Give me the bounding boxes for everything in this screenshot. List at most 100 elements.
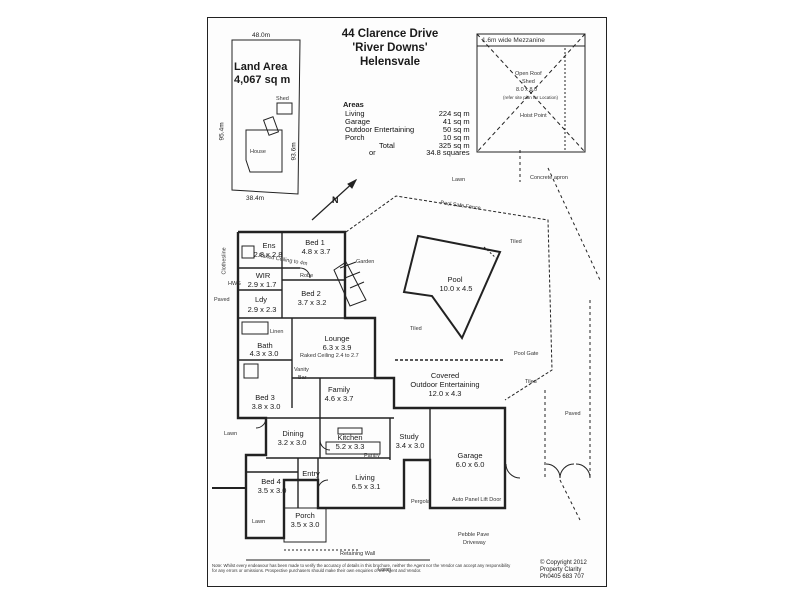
clothesline-label: Clothesline — [221, 247, 228, 275]
room-ensuite-dims: 2.8 x 2.8 — [253, 250, 283, 259]
bar-label: Bar — [298, 375, 307, 381]
concrete-apron-label: Concrete apron — [530, 175, 568, 181]
room-bed3-name: Bed 3 — [255, 393, 275, 402]
room-bath-name: Bath — [257, 341, 273, 350]
land-area-value: 4,067 sq m — [234, 74, 291, 86]
areas-row-value: 325 sq m — [438, 140, 470, 150]
room-porch-dims: 3.5 x 3.0 — [290, 520, 320, 529]
lawn-left-label: Lawn — [224, 431, 238, 437]
room-bed3-dims: 3.8 x 3.0 — [251, 402, 281, 411]
site-dim-left: 95.4m — [218, 122, 226, 141]
room-laundry-name: Ldy — [254, 295, 268, 304]
site-shed — [276, 102, 293, 115]
room-bath-dims: 4.3 x 3.0 — [249, 349, 279, 358]
linen-label: Linen — [270, 329, 284, 335]
raked-ceiling-lounge: Raked Ceiling 2.4 to 2.7 — [300, 353, 359, 359]
mezz-shed-dims: 8.0 x 8.0 — [516, 87, 538, 93]
room-garage-name: Garage — [457, 451, 483, 460]
room-study-dims: 3.4 x 3.0 — [395, 441, 425, 450]
lawn-bottom-left-label: Lawn — [252, 519, 266, 525]
room-bed4-name: Bed 4 — [261, 477, 281, 486]
areas-row: Garage 41 sq m — [343, 116, 472, 126]
room-outdoor-dims: 12.0 x 4.3 — [428, 389, 462, 398]
room-bed2-name: Bed 2 — [301, 289, 321, 298]
pool-fence — [345, 195, 553, 401]
room-kitchen-name: Kitchen — [337, 433, 363, 442]
land-area-label: Land Area — [234, 61, 288, 73]
paved-label-2: Paved — [565, 411, 581, 417]
address-line-1: 44 Clarence Drive — [341, 28, 439, 40]
mezz-shed-line1: Open Roof — [515, 71, 542, 77]
site-dim-top: 48.0m — [252, 32, 271, 39]
room-lounge-dims: 6.3 x 3.9 — [322, 343, 352, 352]
room-bed1-name: Bed 1 — [305, 238, 325, 247]
room-ensuite-name: Ens — [262, 241, 276, 250]
room-dining-name: Dining — [282, 429, 304, 438]
room-living-name: Living — [355, 473, 375, 482]
retaining-wall-label: Retaining Wall — [340, 551, 376, 557]
areas-row-label: Outdoor Entertaining — [345, 124, 415, 134]
areas-row-label: or — [369, 148, 376, 158]
areas-row-value: 41 sq m — [442, 116, 470, 126]
areas-row-label: Garage — [345, 116, 371, 126]
areas-row: Total 325 sq m — [343, 140, 472, 150]
areas-row-value: 224 sq m — [438, 109, 470, 118]
tiled-label-2: Tiled — [410, 326, 422, 332]
driveway-label-2: Driveway — [463, 540, 486, 546]
tiled-label-1: Tiled — [510, 239, 522, 245]
areas-row-label: Total — [379, 140, 395, 150]
areas-row-value: 34.8 squares — [426, 148, 470, 158]
room-pool-dims: 10.0 x 4.5 — [439, 284, 473, 293]
room-laundry-dims: 2.9 x 2.3 — [247, 305, 277, 314]
north-arrow — [311, 179, 357, 221]
room-kitchen-dims: 5.2 x 3.3 — [335, 442, 365, 451]
room-living-dims: 6.5 x 3.1 — [351, 482, 381, 491]
mezzanine-shed-outline — [476, 33, 586, 153]
pool-gate-label: Pool Gate — [514, 351, 539, 357]
site-shed-label: Shed — [276, 96, 289, 102]
room-bed2-dims: 3.7 x 3.2 — [297, 298, 327, 307]
robe-label: Robe — [300, 273, 314, 279]
company-label: Property Clarity — [540, 567, 582, 573]
room-wir-name: WIR — [255, 271, 271, 280]
pergola-label: Pergola — [411, 499, 430, 505]
room-outdoor-name-1: Covered — [430, 371, 460, 380]
areas-row: Outdoor Entertaining 50 sq m — [343, 124, 472, 134]
room-dining-dims: 3.2 x 3.0 — [277, 438, 307, 447]
tiled-label-3: Tiled — [525, 379, 537, 385]
areas-row: or 34.8 squares — [343, 149, 472, 157]
site-dim-right: 93.6m — [290, 142, 298, 161]
copyright-label: © Copyright 2012 — [540, 560, 587, 566]
site-pool — [262, 116, 280, 136]
driveway-label-1: Pebble Pave — [458, 532, 490, 538]
areas-row-value: 10 sq m — [442, 132, 470, 142]
mezz-hoist: Hoist Point — [520, 113, 547, 119]
lawn-top-label: Lawn — [452, 177, 466, 183]
room-entry-name: Entry — [302, 469, 320, 478]
floor-plan-sheet — [207, 17, 607, 587]
site-dim-bottom: 38.4m — [246, 195, 265, 202]
site-house — [245, 129, 283, 173]
mezz-shed-note: (refer site plan for Location) — [503, 95, 559, 100]
garden-label: Garden — [356, 259, 375, 265]
porch-outline — [283, 507, 327, 543]
room-study-name: Study — [399, 432, 419, 441]
room-family-name: Family — [327, 385, 351, 394]
vanity-label: Vanity — [294, 367, 309, 373]
room-bed4-dims: 3.5 x 3.0 — [257, 486, 287, 495]
phone-label: Ph0405 683 707 — [540, 574, 585, 580]
areas-row-value: 50 sq m — [442, 124, 470, 134]
address-line-3: Helensvale — [359, 56, 421, 68]
lawn-bottom-label: Lawn — [378, 567, 392, 573]
pantry-label: Pantry — [364, 453, 380, 459]
roller-door-label: Auto Panel Lift Door — [452, 497, 502, 503]
hws-label: HWS — [228, 281, 241, 287]
mezz-shed-line2: Shed — [522, 79, 535, 85]
mezzanine-title: 1.6m wide Mezzanine — [482, 37, 545, 44]
room-porch-name: Porch — [295, 511, 315, 520]
areas-title: Areas — [343, 100, 364, 109]
room-family-dims: 4.6 x 3.7 — [324, 394, 354, 403]
